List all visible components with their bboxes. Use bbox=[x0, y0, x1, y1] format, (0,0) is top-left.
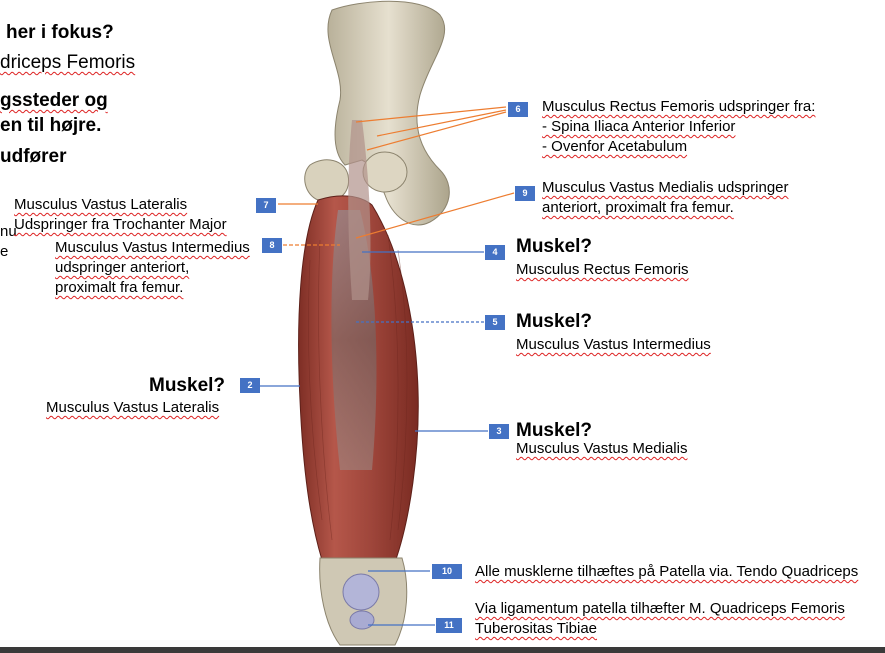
badge-10: 10 bbox=[432, 564, 462, 579]
label-7-line-2: Udspringer fra Trochanter Major bbox=[14, 215, 227, 235]
patella bbox=[343, 574, 379, 610]
label-9-line-1: Musculus Vastus Medialis udspringer bbox=[542, 178, 789, 198]
label-8-line-3: proximalt fra femur. bbox=[55, 278, 183, 298]
badge-2: 2 bbox=[240, 378, 260, 393]
label-9-line-2: anteriort, proximalt fra femur. bbox=[542, 198, 734, 218]
label-8-line-2: udspringer anteriort, bbox=[55, 258, 189, 278]
label-11-line-1: Via ligamentum patella tilhæfter M. Quad… bbox=[475, 599, 845, 619]
label-4-heading: Muskel? bbox=[516, 236, 592, 258]
label-8-line-1: Musculus Vastus Intermedius bbox=[55, 238, 250, 258]
heading-line-4: en til højre. bbox=[0, 115, 101, 137]
badge-4: 4 bbox=[485, 245, 505, 260]
label-6-line-3: - Ovenfor Acetabulum bbox=[542, 137, 687, 157]
badge-3: 3 bbox=[489, 424, 509, 439]
label-2-answer: Musculus Vastus Lateralis bbox=[46, 398, 219, 418]
label-7-line-1: Musculus Vastus Lateralis bbox=[14, 195, 187, 215]
heading-line-1: her i fokus? bbox=[6, 22, 114, 44]
label-6-line-2: - Spina Iliaca Anterior Inferior bbox=[542, 117, 735, 137]
badge-7: 7 bbox=[256, 198, 276, 213]
badge-6: 6 bbox=[508, 102, 528, 117]
label-5-answer: Musculus Vastus Intermedius bbox=[516, 335, 711, 355]
label-4-answer: Musculus Rectus Femoris bbox=[516, 260, 689, 280]
label-5-heading: Muskel? bbox=[516, 311, 592, 333]
heading-line-2: driceps Femoris bbox=[0, 52, 135, 74]
badge-9: 9 bbox=[515, 186, 535, 201]
heading-fragment-e: e bbox=[0, 242, 8, 262]
label-6-line-1: Musculus Rectus Femoris udspringer fra: bbox=[542, 97, 815, 117]
heading-line-5: udfører bbox=[0, 146, 67, 168]
window-bottom-edge bbox=[0, 647, 885, 653]
badge-5: 5 bbox=[485, 315, 505, 330]
badge-11: 11 bbox=[436, 618, 462, 633]
badge-8: 8 bbox=[262, 238, 282, 253]
heading-line-3: gssteder og bbox=[0, 90, 108, 112]
label-3-answer: Musculus Vastus Medialis bbox=[516, 439, 687, 459]
label-2-heading: Muskel? bbox=[149, 375, 225, 397]
label-10-line-1: Alle musklerne tilhæftes på Patella via.… bbox=[475, 562, 858, 582]
label-11-line-2: Tuberositas Tibiae bbox=[475, 619, 597, 639]
